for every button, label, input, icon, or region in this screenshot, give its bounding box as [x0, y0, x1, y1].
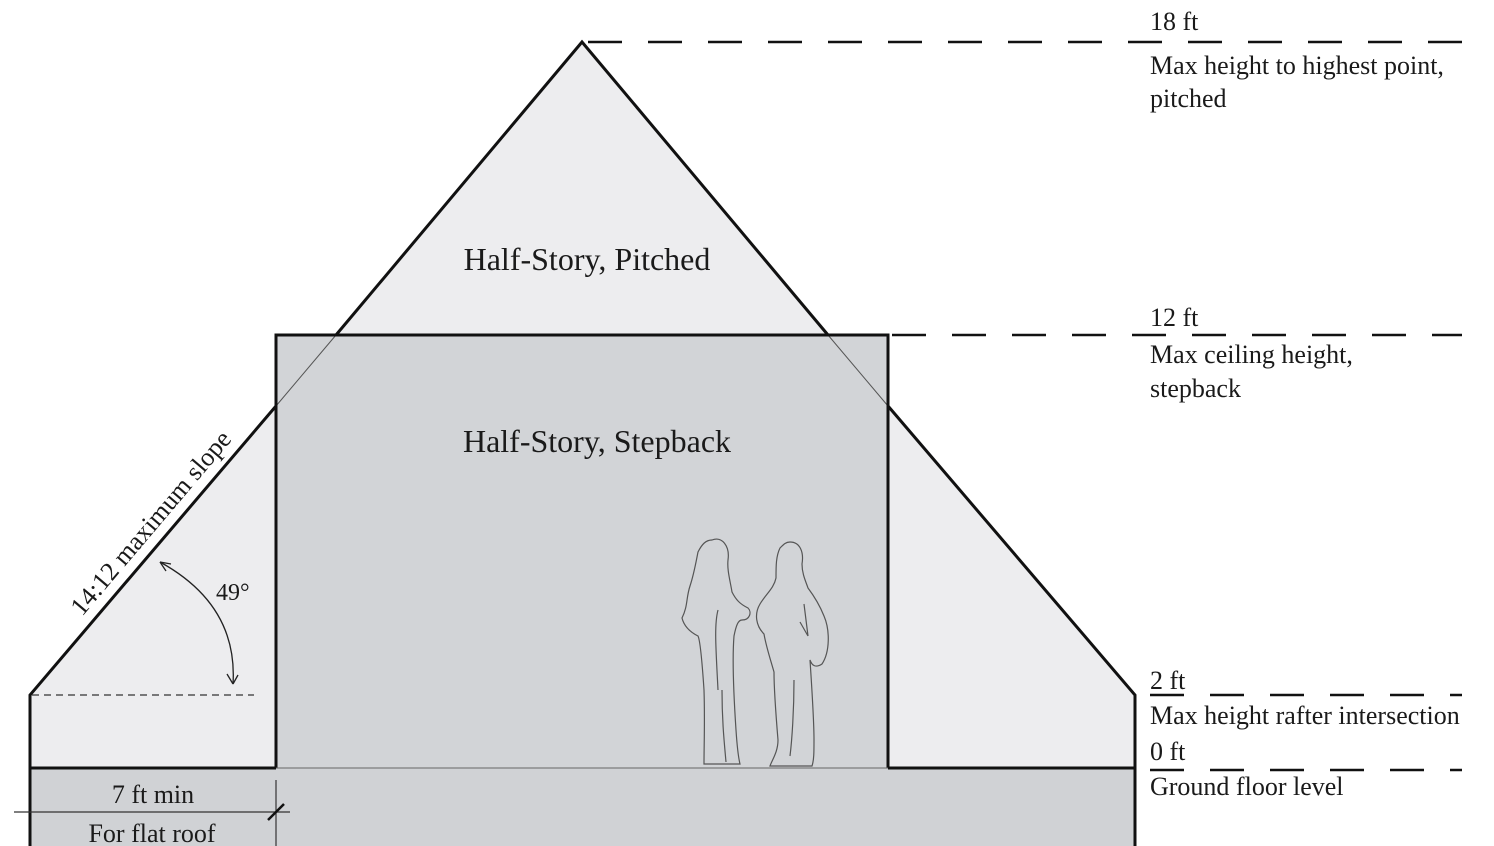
pitched-roof-hidden-left [275, 334, 337, 407]
height-marker-2ft: 2 ft Max height rafter intersection [1150, 666, 1460, 730]
angle-arc [159, 561, 234, 685]
height-marker-12ft: 12 ft Max ceiling height, stepback [1150, 303, 1353, 403]
height-caption-line: Ground floor level [1150, 772, 1344, 801]
stepback-box [276, 335, 888, 768]
label-flat-roof: For flat roof [88, 819, 215, 846]
people-silhouette-icon [681, 538, 829, 767]
label-min-width: 7 ft min [112, 780, 194, 809]
left-roof-outline [28, 405, 278, 846]
height-caption-line: Max height to highest point, [1150, 51, 1444, 80]
height-value: 2 ft [1150, 666, 1186, 695]
pitched-roof-outline [334, 39, 830, 336]
height-marker-0ft: 0 ft Ground floor level [1150, 737, 1344, 801]
label-half-story-stepback: Half-Story, Stepback [463, 423, 731, 459]
height-value: 12 ft [1150, 303, 1199, 332]
height-value: 0 ft [1150, 737, 1186, 766]
dimension-tick [267, 803, 285, 821]
right-roof-outline [886, 405, 1137, 846]
ground-floor-band [30, 768, 1135, 846]
height-value: 18 ft [1150, 7, 1199, 36]
height-marker-18ft: 18 ft Max height to highest point, pitch… [1150, 7, 1444, 113]
height-caption-line: stepback [1150, 374, 1241, 403]
label-half-story-pitched: Half-Story, Pitched [464, 241, 711, 277]
height-caption-line: Max ceiling height, [1150, 340, 1353, 369]
label-angle: 49° [216, 580, 250, 606]
height-caption-line: pitched [1150, 84, 1227, 113]
height-caption-line: Max height rafter intersection [1150, 701, 1460, 730]
pitched-roof-hidden-right [827, 334, 889, 407]
angle-arrow-bottom [226, 673, 239, 685]
stepback-outline [274, 333, 890, 768]
angle-arrow-top [159, 561, 172, 572]
